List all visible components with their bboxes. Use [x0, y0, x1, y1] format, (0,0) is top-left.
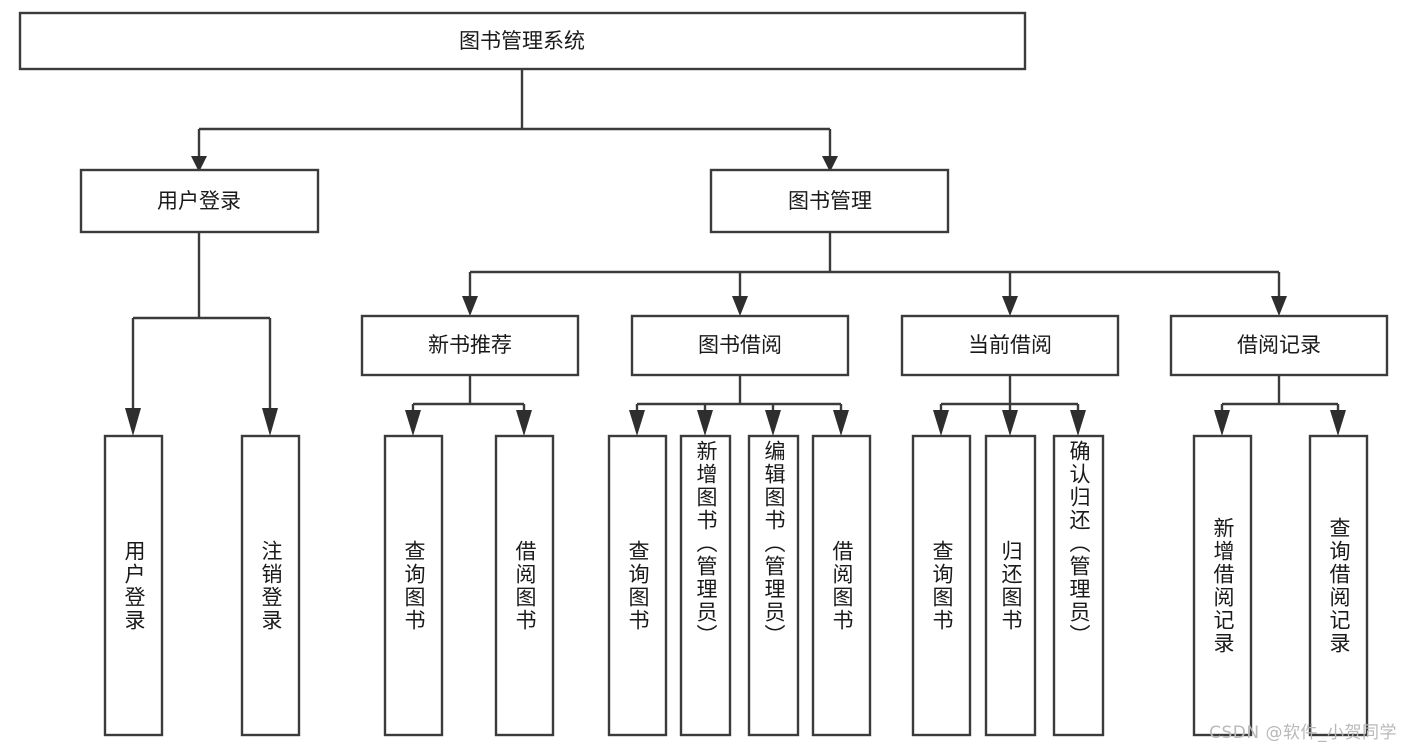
node-leaf-edit-book-admin[interactable]: [747, 434, 800, 737]
node-root-book-management-system[interactable]: [18, 11, 1027, 71]
node-leaf-user-login[interactable]: [103, 434, 164, 737]
arrow-icon-current-leaf-2: [1002, 410, 1018, 436]
node-leaf-borrow-book[interactable]: [811, 434, 872, 737]
node-leaf-query-book-current[interactable]: [911, 434, 972, 737]
node-leaf-logout[interactable]: [240, 434, 301, 737]
node-book-management[interactable]: [709, 168, 950, 234]
arrow-icon-new-book-leaf-2: [516, 410, 532, 436]
arrow-icon-record-leaf-1: [1214, 410, 1230, 436]
arrow-icon-to-book-mgmt: [822, 156, 838, 172]
node-book-borrow-label: 图书借阅: [698, 333, 782, 357]
node-leaf-confirm-return-admin[interactable]: [1052, 434, 1105, 737]
arrow-icon-user-login-leaf-2: [262, 408, 278, 436]
arrow-icon-record-leaf-2: [1330, 410, 1346, 436]
node-borrow-record-label: 借阅记录: [1237, 333, 1321, 357]
node-box-group: 图书管理系统 用户登录 图书管理 新书推荐 图书借阅 当前借阅 借阅记录: [18, 11, 1389, 737]
node-new-book-recommend[interactable]: [360, 314, 580, 377]
node-leaf-add-borrow-record[interactable]: [1192, 434, 1253, 737]
node-leaf-query-borrow-record[interactable]: [1308, 434, 1369, 737]
arrow-icon-new-book-leaf-1: [405, 410, 421, 436]
node-book-borrow[interactable]: [630, 314, 850, 377]
arrow-icon-borrow-leaf-4: [833, 410, 849, 436]
arrow-icon-to-current: [1002, 296, 1018, 316]
node-book-management-label: 图书管理: [788, 189, 872, 213]
node-leaf-query-book-new[interactable]: [383, 434, 444, 737]
csdn-watermark: CSDN @软件_小贺同学: [1209, 723, 1397, 743]
node-user-login-label: 用户登录: [157, 189, 241, 213]
arrow-icon-to-borrow: [732, 296, 748, 316]
node-current-borrow-label: 当前借阅: [968, 333, 1052, 357]
arrow-icon-borrow-leaf-1: [629, 410, 645, 436]
node-leaf-add-book-admin[interactable]: [679, 434, 732, 737]
arrow-icon-to-record: [1271, 296, 1287, 316]
arrow-icon-to-new-book: [462, 296, 478, 316]
node-new-book-recommend-label: 新书推荐: [428, 333, 512, 357]
arrowhead-group: [125, 156, 1346, 436]
node-root-label: 图书管理系统: [459, 29, 585, 53]
arrow-icon-current-leaf-3: [1070, 410, 1086, 436]
node-user-login[interactable]: [79, 168, 320, 234]
node-leaf-query-book-borrow[interactable]: [607, 434, 668, 737]
arrow-icon-borrow-leaf-3: [765, 410, 781, 436]
node-current-borrow[interactable]: [900, 314, 1120, 377]
node-leaf-return-book[interactable]: [984, 434, 1037, 737]
connector-group: [131, 69, 1340, 410]
arrow-icon-borrow-leaf-2: [697, 410, 713, 436]
node-borrow-record[interactable]: [1169, 314, 1389, 377]
arrow-icon-user-login-leaf-1: [125, 408, 141, 436]
arrow-icon-current-leaf-1: [933, 410, 949, 436]
node-leaf-borrow-book-new[interactable]: [494, 434, 555, 737]
arrow-icon-to-user-login: [191, 156, 207, 172]
